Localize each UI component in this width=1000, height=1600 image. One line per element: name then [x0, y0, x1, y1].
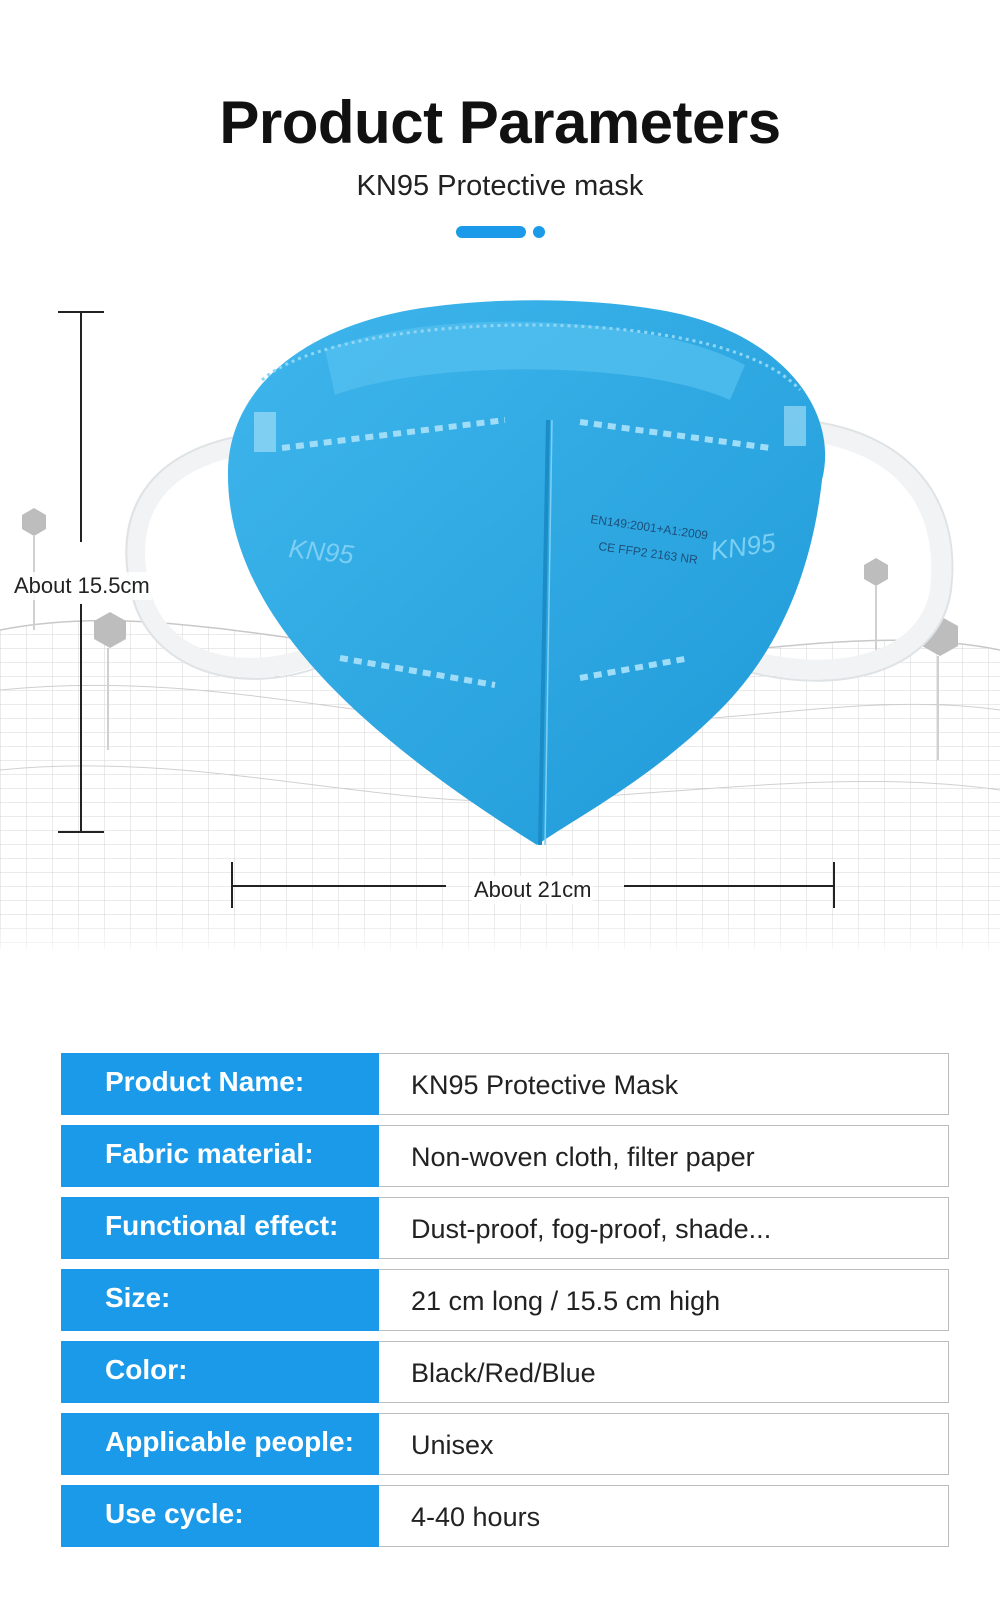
- param-row: Applicable people: Unisex: [61, 1413, 949, 1475]
- accent-bar: [456, 226, 526, 238]
- param-value: 4-40 hours: [379, 1485, 949, 1547]
- param-row: Functional effect: Dust-proof, fog-proof…: [61, 1197, 949, 1259]
- param-value: Dust-proof, fog-proof, shade...: [379, 1197, 949, 1259]
- width-dimension: [231, 862, 835, 908]
- param-label: Size:: [61, 1269, 379, 1331]
- width-label: About 21cm: [472, 876, 594, 904]
- param-row: Product Name: KN95 Protective Mask: [61, 1053, 949, 1115]
- param-value: Unisex: [379, 1413, 949, 1475]
- param-value: Black/Red/Blue: [379, 1341, 949, 1403]
- param-label: Functional effect:: [61, 1197, 379, 1259]
- param-row: Size: 21 cm long / 15.5 cm high: [61, 1269, 949, 1331]
- param-value: 21 cm long / 15.5 cm high: [379, 1269, 949, 1331]
- accent-dot: [533, 226, 545, 238]
- product-scene: EN149:2001+A1:2009 CE FFP2 2163 NR KN95 …: [0, 300, 1000, 970]
- header: Product Parameters KN95 Protective mask: [0, 0, 1000, 260]
- param-label: Use cycle:: [61, 1485, 379, 1547]
- height-label: About 15.5cm: [12, 572, 152, 600]
- param-label: Applicable people:: [61, 1413, 379, 1475]
- param-value: KN95 Protective Mask: [379, 1053, 949, 1115]
- mask-brand-left: KN95: [287, 533, 355, 570]
- page-title: Product Parameters: [219, 89, 781, 156]
- param-row: Fabric material: Non-woven cloth, filter…: [61, 1125, 949, 1187]
- param-label: Product Name:: [61, 1053, 379, 1115]
- product-illustration: EN149:2001+A1:2009 CE FFP2 2163 NR KN95 …: [0, 270, 1000, 970]
- page-subtitle: KN95 Protective mask: [356, 170, 644, 202]
- param-label: Color:: [61, 1341, 379, 1403]
- height-dimension: [58, 311, 104, 833]
- param-value: Non-woven cloth, filter paper: [379, 1125, 949, 1187]
- param-row: Color: Black/Red/Blue: [61, 1341, 949, 1403]
- param-row: Use cycle: 4-40 hours: [61, 1485, 949, 1547]
- param-label: Fabric material:: [61, 1125, 379, 1187]
- parameters-table: Product Name: KN95 Protective Mask Fabri…: [61, 1053, 949, 1557]
- mask-body: EN149:2001+A1:2009 CE FFP2 2163 NR KN95 …: [227, 300, 826, 846]
